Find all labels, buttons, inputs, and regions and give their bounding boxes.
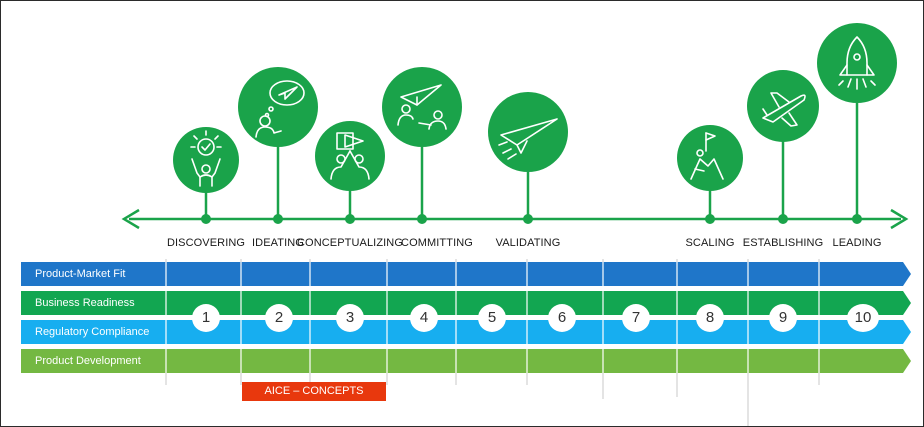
step-number-10: 10 — [847, 304, 879, 332]
stage-label-ideating: IDEATING — [252, 237, 304, 249]
thinking-person-icon — [255, 80, 305, 138]
stage-label-scaling: SCALING — [685, 237, 735, 249]
band-regulatory-compliance — [21, 320, 911, 344]
rocket-icon — [838, 36, 876, 90]
band-label-regulatory-compliance: Regulatory Compliance — [35, 326, 150, 338]
timeline-axis — [121, 208, 909, 230]
stage-label-validating: VALIDATING — [495, 237, 561, 249]
airplane-icon — [762, 92, 806, 127]
lightbulb-person-icon — [190, 130, 222, 187]
aice-concepts-tag: AICE – CONCEPTS — [242, 382, 386, 401]
stage-label-committing: COMMITTING — [401, 237, 473, 249]
band-label-product-market-fit: Product-Market Fit — [35, 268, 126, 280]
stage-label-conceptualizing: CONCEPTUALIZING — [296, 237, 404, 249]
step-number-8: 8 — [696, 304, 724, 332]
step-number-7: 7 — [622, 304, 650, 332]
stage-label-establishing: ESTABLISHING — [742, 237, 824, 249]
step-number-4: 4 — [410, 304, 438, 332]
timeline-dots — [201, 214, 862, 224]
mountain-flag-icon — [690, 132, 724, 180]
step-number-9: 9 — [769, 304, 797, 332]
team-paper-plane-icon — [397, 84, 447, 130]
band-product-development — [21, 349, 911, 373]
band-label-product-development: Product Development — [35, 355, 141, 367]
stage-label-leading: LEADING — [832, 237, 882, 249]
band-label-business-readiness: Business Readiness — [35, 297, 135, 309]
band-separators — [165, 262, 820, 373]
step-number-1: 1 — [192, 304, 220, 332]
step-number-5: 5 — [478, 304, 506, 332]
high-five-icon — [330, 132, 370, 180]
step-number-6: 6 — [548, 304, 576, 332]
band-business-readiness — [21, 291, 911, 315]
step-number-3: 3 — [336, 304, 364, 332]
paper-plane-icon — [498, 118, 558, 160]
stage-label-discovering: DISCOVERING — [166, 237, 246, 249]
band-product-market-fit — [21, 262, 911, 286]
stage-circles — [173, 23, 897, 193]
step-number-2: 2 — [265, 304, 293, 332]
